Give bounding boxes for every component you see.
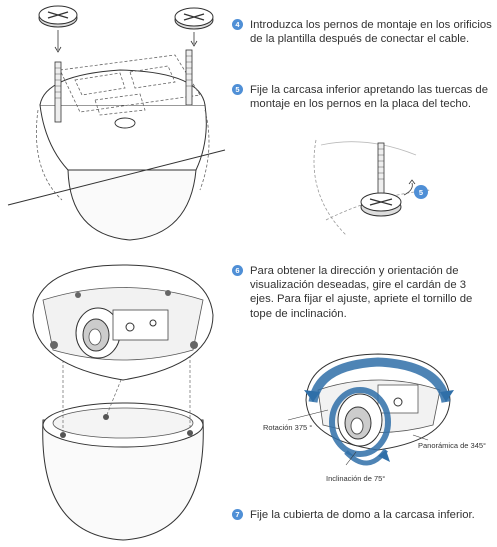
step-6: 6 Para obtener la dirección y orientación… [230,264,492,321]
gimbal-rotation-illustration: Rotación 375 ° Panorámica de 345° Inclin… [263,353,486,483]
step-number-badge: 4 [232,19,243,30]
step-5: 5 Fije la carcasa inferior apretando las … [230,83,492,111]
rotation-label: Rotación 375 ° [263,423,312,432]
detail-step-badge: 5 [419,188,423,197]
tilt-label: Inclinación de 75° [326,474,385,483]
step-number-badge: 5 [232,84,243,95]
step-number-badge: 7 [232,509,243,520]
step-4: 4 Introduzca los pernos de montaje en los… [230,18,492,46]
mounting-bolts-illustration [7,5,226,241]
step-7: 7 Fije la cubierta de domo a la carcasa i… [230,508,492,522]
nut-detail-illustration: 5 [313,139,432,236]
step-number-badge: 6 [232,265,243,276]
step-text: Introduzca los pernos de montaje en los … [250,19,492,46]
step-text: Para obtener la dirección y orientación … [250,265,473,320]
camera-dome-illustration [32,264,214,541]
step-text: Fije la cubierta de domo a la carcasa in… [250,509,475,521]
pan-label: Panorámica de 345° [418,441,486,450]
step-text: Fije la carcasa inferior apretando las t… [250,84,488,111]
